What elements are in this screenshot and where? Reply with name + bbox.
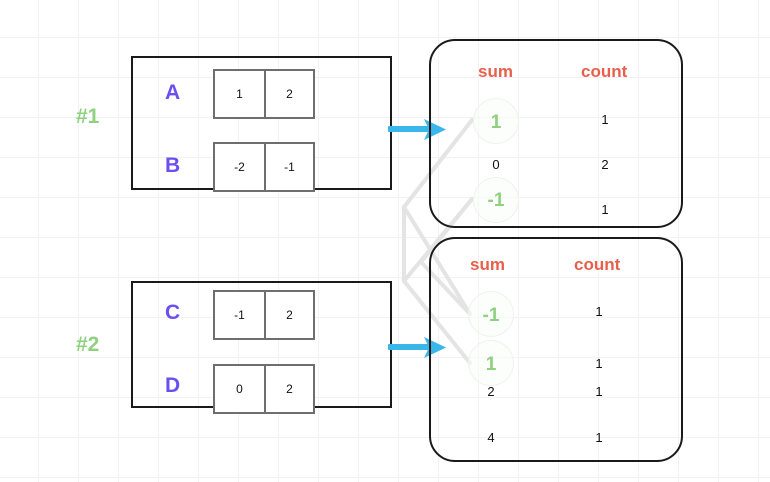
- group-tag-1: #1: [76, 105, 100, 128]
- cell-d-0: 0: [236, 382, 243, 396]
- sum-value-t1-r1: 0: [492, 157, 500, 172]
- count-value-t2-r0: 1: [595, 304, 603, 319]
- sum-value-t1-r2: -1: [487, 190, 505, 211]
- sum-value-t2-r2: 2: [487, 384, 495, 399]
- col-head-count-1: count: [581, 62, 628, 81]
- col-head-sum-2: sum: [470, 255, 505, 274]
- highlight-circle-t1-r0: [473, 98, 519, 144]
- group-tag-2: #2: [76, 333, 100, 356]
- highlight-circle-t2-r1: [468, 340, 514, 386]
- count-value-t1-r2: 1: [601, 202, 609, 217]
- count-value-t2-r1: 1: [595, 356, 603, 371]
- col-head-sum-1: sum: [478, 62, 513, 81]
- row-label-a: A: [165, 81, 181, 104]
- highlight-circle-t1-r2: [473, 177, 519, 223]
- count-value-t1-r0: 1: [601, 112, 609, 127]
- count-value-t2-r3: 1: [595, 430, 603, 445]
- agg-table-1: [429, 39, 683, 228]
- cell-pair-c: -1 2: [213, 290, 315, 340]
- cell-a-0: 1: [236, 87, 243, 101]
- cell-pair-b: -2 -1: [213, 142, 315, 192]
- cell-b-1: -1: [264, 144, 313, 190]
- cell-c-1: 2: [264, 292, 313, 338]
- cell-pair-a: 1 2: [213, 69, 315, 119]
- cell-pair-d: 0 2: [213, 364, 315, 414]
- cell-a-1: 2: [264, 71, 313, 117]
- row-label-b: B: [165, 154, 181, 177]
- cell-c-0: -1: [234, 308, 245, 322]
- count-value-t1-r1: 2: [601, 157, 609, 172]
- sum-value-t2-r0: -1: [482, 305, 500, 326]
- agg-table-2: [429, 237, 683, 462]
- count-value-t2-r2: 1: [595, 384, 603, 399]
- sum-value-t1-r0: 1: [490, 112, 502, 133]
- sum-value-t2-r3: 4: [487, 430, 495, 445]
- sum-value-t2-r1: 1: [485, 354, 497, 375]
- col-head-count-2: count: [574, 255, 621, 274]
- row-label-c: C: [165, 301, 181, 324]
- highlight-circle-t2-r0: [468, 291, 514, 337]
- cell-d-1: 2: [264, 366, 313, 412]
- row-label-d: D: [165, 374, 181, 397]
- cell-b-0: -2: [234, 160, 245, 174]
